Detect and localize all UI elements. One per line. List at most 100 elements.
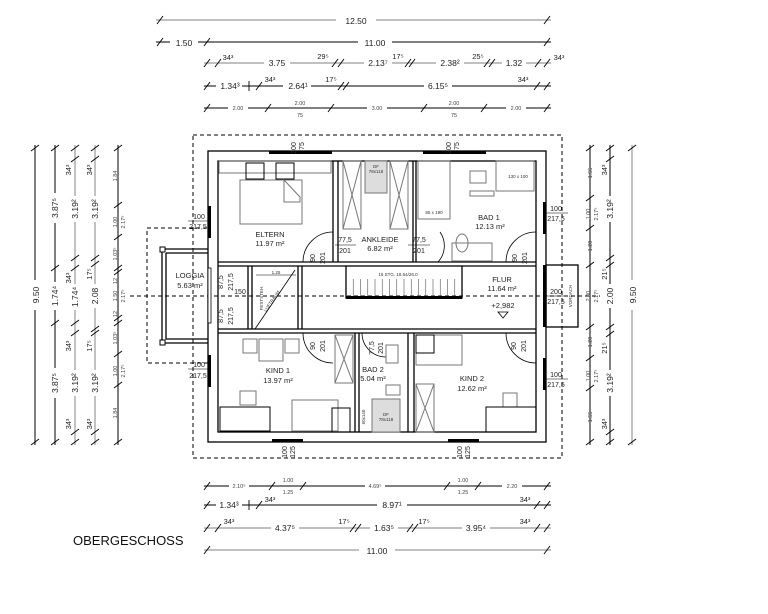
window-height: 75 [454, 142, 461, 150]
door-width: 77,5 [412, 237, 426, 244]
door-height: 217,5 [228, 307, 235, 325]
dim-label: 1.32 [506, 58, 523, 68]
door-height: 201 [521, 340, 528, 352]
window-height: 125 [290, 446, 297, 458]
building [130, 134, 600, 459]
dim-label: 1.55 [588, 168, 594, 179]
dim-label: 1.00 [586, 209, 592, 220]
dim-label: 1.74⁴ [70, 287, 80, 308]
dim-label: 2.00 [449, 101, 460, 107]
door-width: 90 [310, 342, 317, 350]
shower2-size: 60x140 [361, 409, 366, 424]
dim-label: 3.75 [269, 58, 286, 68]
dim-label: 1.00 [586, 371, 592, 382]
dim-label: 1.00 [113, 217, 119, 228]
svg-text:5.63 m²: 5.63 m² [177, 281, 203, 290]
dim-label: 25⁵ [472, 52, 483, 61]
dim-label: 12 [113, 278, 119, 284]
dim-label: 34³ [85, 164, 94, 175]
bathtub-size: 85 x 190 [425, 210, 443, 215]
dim-label: 3.19² [90, 373, 100, 393]
dim-label: 4.37⁵ [275, 523, 295, 533]
window-width: 100 [282, 446, 289, 458]
dim-label: 3.00 [372, 106, 383, 112]
svg-text:FLUR: FLUR [492, 275, 512, 284]
dim-label: 3.19² [605, 199, 615, 219]
svg-text:LOGGIA: LOGGIA [176, 271, 205, 280]
airspace-walls [247, 266, 303, 329]
dim-label: 34³ [64, 164, 73, 175]
dim-label: 1.20 [588, 241, 594, 252]
left-dimensions: 9.50 3.87⁵ 1.74⁴ 3.87⁵ 34³ 3.19² 34³ 1.7… [29, 144, 127, 446]
dim-label: 17⁵ [325, 75, 336, 84]
door-width: 90 [310, 254, 317, 262]
svg-text:13.97 m²: 13.97 m² [263, 376, 293, 385]
dim-label: 2.64¹ [288, 81, 308, 91]
dim-label: 4.69⁵ [369, 483, 382, 490]
dim-label: 3.87⁵ [50, 198, 60, 218]
dim-label: 1.63⁵ [374, 523, 394, 533]
dim-label: 1.34³ [219, 500, 239, 510]
window-width: 200 [291, 142, 298, 154]
dim-label: 75 [451, 113, 457, 119]
dim-label: 2.00 [511, 106, 522, 112]
dim-label: 34³ [600, 164, 609, 175]
dim-label: 17⁵ [392, 52, 403, 61]
door-width: 90 [512, 254, 519, 262]
dim-label: 34³ [520, 517, 531, 526]
dim-label: 34³ [518, 75, 529, 84]
dim-label: 1.20 [588, 337, 594, 348]
floor-title: OBERGESCHOSS [73, 533, 184, 548]
fixed-glazing-label: FESTSTEH. [259, 286, 264, 311]
window-width: 100 [457, 446, 464, 458]
airspace-label: LUFTRAUM [263, 289, 281, 312]
dim-house-width-bottom: 11.00 [367, 546, 388, 556]
dim-label: 34³ [223, 53, 234, 62]
bottom-dimensions: 2.10⁵ 1.00 1.25 4.69⁵ 1.00 1.25 2.20 1.3… [203, 478, 551, 556]
svg-text:12.62 m²: 12.62 m² [457, 384, 487, 393]
door-height: 201 [522, 252, 529, 264]
dim-label: 2.00 [605, 287, 615, 304]
dim-label: 2.17⁵ [593, 208, 600, 221]
dim-label: 17⁵ [85, 340, 94, 351]
dim-label: 1.03⁵ [112, 248, 119, 261]
dim-label: 1.84 [113, 408, 119, 419]
door-width: 200 [550, 289, 562, 296]
dim-label: 3.95⁴ [466, 523, 487, 533]
dim-label: 34³ [520, 495, 531, 504]
room-kind-1: KIND 113.97 m² [263, 366, 293, 385]
dim-label: 3.19² [605, 373, 615, 393]
dim-label: 34³ [554, 53, 565, 62]
door-width: 150 [234, 289, 246, 296]
dim-label: 3.19² [70, 373, 80, 393]
dim-label: 3.19² [90, 199, 100, 219]
svg-text:12.13 m²: 12.13 m² [475, 222, 505, 231]
dim-label: 34³ [85, 418, 94, 429]
dim-label: 2.20 [507, 484, 518, 490]
dim-label: 12 [113, 311, 119, 317]
airspace-diagonal [254, 269, 296, 330]
window-height: 217,5 [547, 382, 565, 389]
dim-label: 21⁵ [600, 342, 609, 353]
dim-label: 1.50 [113, 291, 119, 302]
door-height: 217,5 [228, 273, 235, 291]
dim-label: 2.17⁵ [593, 290, 600, 303]
window-width: 100 [193, 362, 205, 369]
door-width: 87,5 [218, 309, 225, 323]
dim-label: 1.55 [588, 412, 594, 423]
window-width: 100 [550, 372, 562, 379]
dim-loggia-depth: 1.50 [176, 38, 193, 48]
svg-text:11.64 m²: 11.64 m² [487, 284, 517, 293]
window-width: 100 [550, 206, 562, 213]
dim-label: 3.19² [70, 199, 80, 219]
svg-text:BAD 2: BAD 2 [362, 365, 384, 374]
dim-label: 34³ [265, 75, 276, 84]
top-dimensions: 12.50 1.50 11.00 34³ 3.75 29⁵ 2.13⁷ 17⁵ … [156, 13, 565, 119]
level-marker: +2,982 [491, 301, 514, 310]
dim-label: 2.13⁷ [368, 58, 388, 68]
dim-label: 34³ [224, 517, 235, 526]
door-width: 87,5 [218, 275, 225, 289]
